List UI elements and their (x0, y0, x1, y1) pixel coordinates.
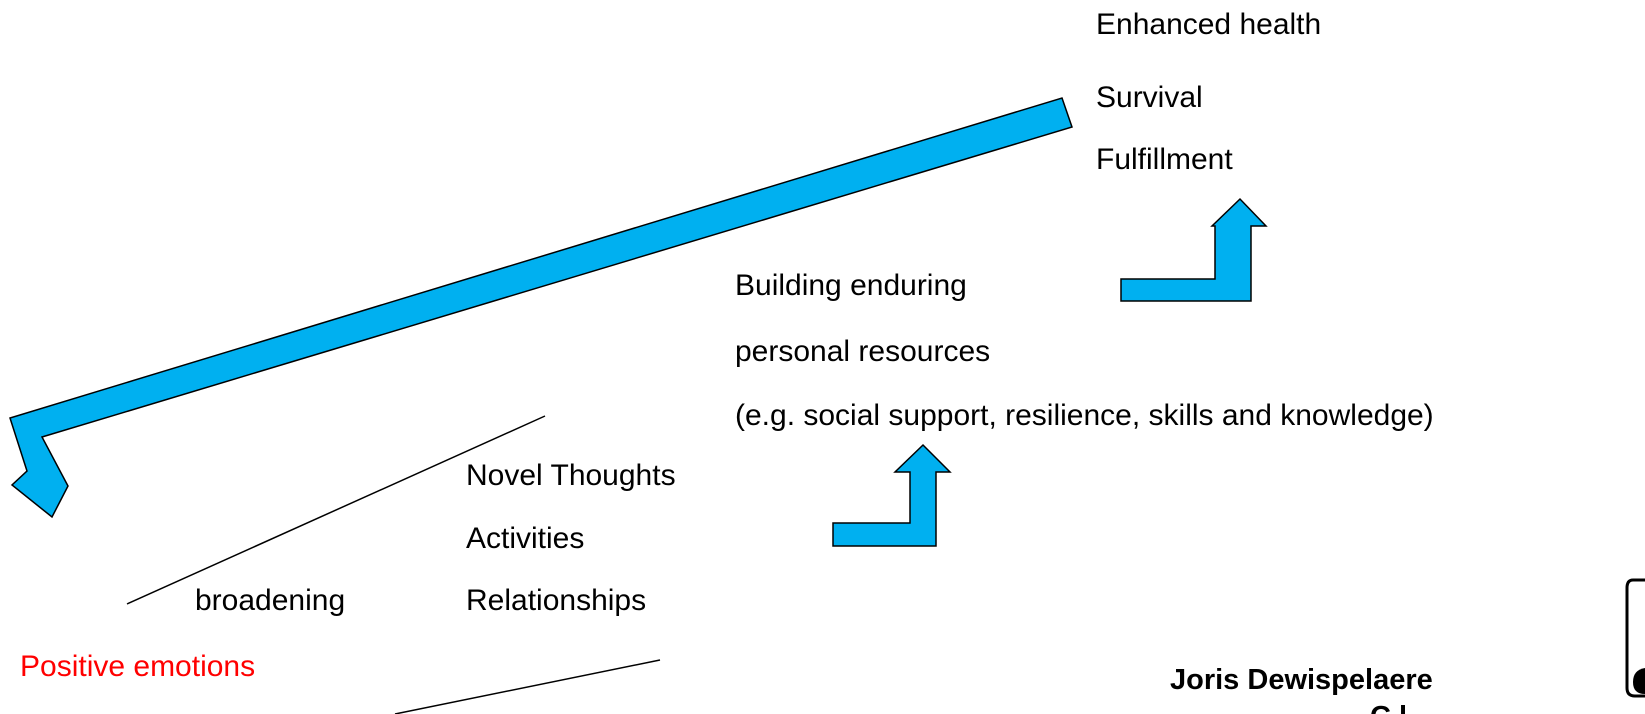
outcome-survival: Survival (1096, 81, 1203, 114)
bent-arrow-to-outcomes (1120, 197, 1268, 302)
broadening-label: broadening (195, 584, 346, 617)
broadened-activities: Activities (466, 522, 585, 555)
outcome-fulfillment: Fulfillment (1096, 143, 1233, 176)
author-second-line: C l (1370, 700, 1407, 714)
broadening-upper-line (126, 415, 546, 605)
logo-icon (1625, 578, 1645, 698)
resources-title-line2: personal resources (735, 335, 991, 368)
resources-examples: (e.g. social support, resilience, skills… (735, 399, 1434, 432)
broadening-lower-line (394, 659, 661, 714)
feedback-arrow (9, 97, 1073, 519)
broadened-novel-thoughts: Novel Thoughts (466, 459, 676, 492)
outcome-enhanced-health: Enhanced health (1096, 8, 1322, 41)
bent-arrow-to-resources (832, 443, 952, 547)
broadened-relationships: Relationships (466, 584, 647, 617)
resources-title-line1: Building enduring (735, 269, 967, 302)
positive-emotions-label: Positive emotions (20, 650, 256, 683)
author-name: Joris Dewispelaere (1170, 664, 1433, 696)
